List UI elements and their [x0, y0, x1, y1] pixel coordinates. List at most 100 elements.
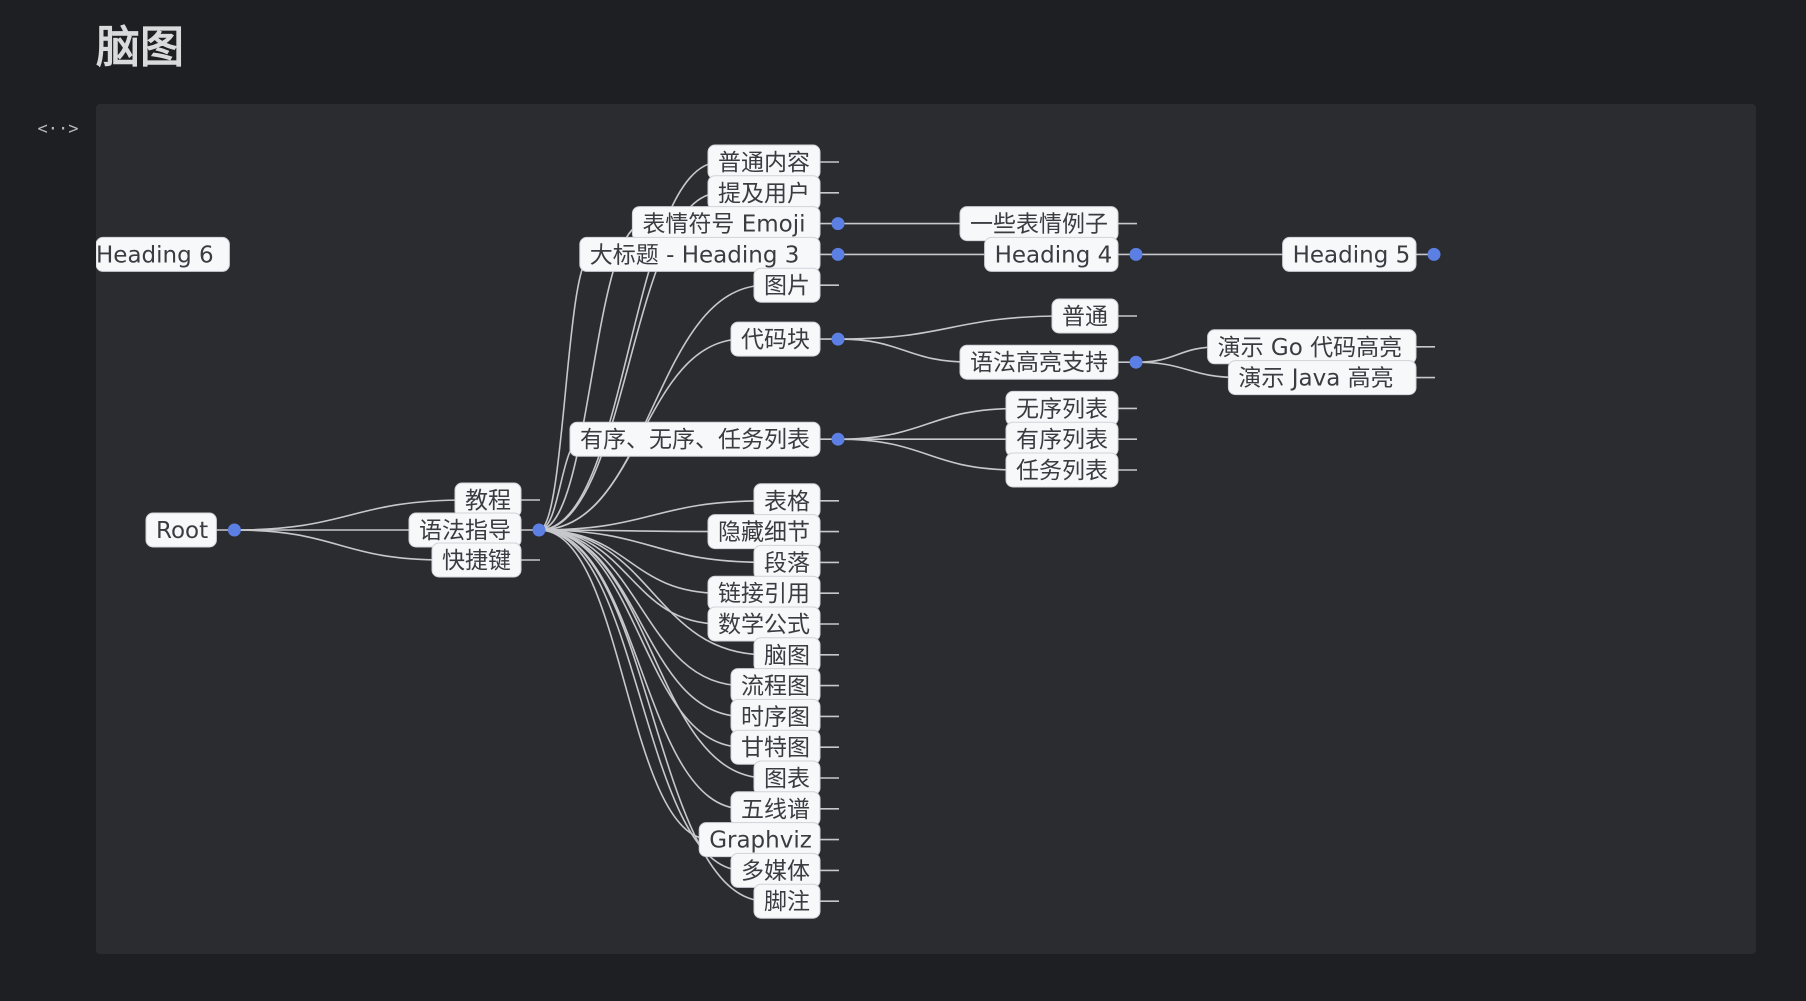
mindmap-panel: Root 教程语法指导 普通内容提及用户表情符号 Emoji 一些表情例子大标题 - … [96, 104, 1756, 954]
mindmap-node-box [96, 236, 230, 272]
mindmap-node-label: 图表 [764, 766, 810, 792]
mindmap-node-box [569, 421, 821, 457]
mindmap-node-box [1227, 360, 1417, 396]
mindmap-node[interactable]: Heading 5 [1282, 236, 1417, 272]
mindmap-edge [538, 529, 744, 748]
mindmap-node[interactable]: 代码块 [730, 321, 821, 357]
mindmap-edge [538, 529, 744, 687]
mindmap-node[interactable]: 图片 [753, 267, 821, 303]
mindmap-edge [837, 315, 1065, 340]
mindmap-node-label: 语法高亮支持 [970, 350, 1108, 376]
collapse-toggle-icon[interactable] [532, 523, 546, 537]
mindmap-node[interactable]: Heading 4 [984, 236, 1119, 272]
collapse-toggle-icon[interactable] [831, 217, 845, 231]
mindmap-node[interactable]: 普通内容 [707, 144, 821, 180]
collapse-toggle-icon[interactable] [227, 523, 241, 537]
mindmap-node[interactable]: 多媒体 [730, 852, 821, 888]
mindmap-node-box [753, 267, 821, 303]
mindmap-node-label: 五线谱 [741, 797, 810, 823]
mindmap-node-label: 快捷键 [442, 548, 511, 574]
mindmap-node-label: Heading 5 [1293, 242, 1411, 268]
mindmap-edge [837, 407, 1019, 440]
mindmap-node[interactable]: 语法高亮支持 [959, 344, 1119, 380]
mindmap-node[interactable]: 有序、无序、任务列表 [569, 421, 821, 457]
mindmap-node-label: 图片 [764, 273, 810, 299]
mindmap-node-label: 数学公式 [718, 612, 810, 638]
page-title: 脑图 [96, 22, 184, 73]
mindmap-node-box [959, 344, 1119, 380]
mindmap-node-box [431, 542, 522, 578]
mindmap-node[interactable]: 链接引用 [707, 575, 821, 611]
mindmap-node[interactable]: 隐藏细节 [707, 514, 821, 550]
mindmap-edge [538, 161, 721, 531]
mindmap-node-label: 演示 Java 高亮 [1238, 366, 1393, 392]
mindmap-node-label: 多媒体 [741, 858, 810, 884]
mindmap-node[interactable]: 脑图 [753, 637, 821, 673]
mindmap-node-label: 甘特图 [741, 735, 810, 761]
mindmap-node-label: 语法指导 [419, 518, 511, 544]
mindmap-edge [538, 529, 721, 625]
mindmap-node[interactable]: Root [145, 512, 217, 548]
collapse-toggle-icon[interactable] [831, 432, 845, 446]
mindmap-node[interactable]: 有序列表 [1005, 421, 1119, 457]
collapse-toggle-icon[interactable] [831, 247, 845, 261]
mindmap-node[interactable]: 教程 [454, 482, 522, 518]
mindmap-node-label: Graphviz [709, 828, 812, 854]
mindmap-node-label: 代码块 [741, 327, 810, 353]
mindmap-node-label: 无序列表 [1016, 396, 1108, 422]
mindmap-node-box [1051, 298, 1119, 334]
mindmap-node[interactable]: 表格 [753, 483, 821, 519]
mindmap-node-box [730, 321, 821, 357]
mindmap-node[interactable]: 普通 [1051, 298, 1119, 334]
mindmap-node[interactable]: Graphviz [698, 822, 821, 858]
mindmap-node[interactable]: 脚注 [753, 883, 821, 919]
mindmap-node[interactable]: 语法指导 [408, 512, 522, 548]
mindmap-node-label: 教程 [465, 488, 511, 514]
mindmap-node[interactable]: 快捷键 [431, 542, 522, 578]
mindmap-node[interactable]: 表情符号 Emoji [631, 206, 821, 242]
collapse-toggle-icon[interactable] [831, 332, 845, 346]
mindmap-node[interactable]: 提及用户 [707, 175, 821, 211]
mindmap-node-label: 表情符号 Emoji [642, 212, 805, 238]
mindmap-node[interactable]: 流程图 [730, 668, 821, 704]
mindmap-node-label: 脚注 [764, 889, 810, 915]
collapse-toggle-icon[interactable] [1129, 247, 1143, 261]
mindmap-node-label: 演示 Go 代码高亮 [1218, 335, 1403, 361]
code-toggle-icon[interactable]: <··> [37, 119, 79, 139]
mindmap-node[interactable]: 演示 Java 高亮 [1227, 360, 1417, 396]
mindmap-edge [1135, 361, 1241, 379]
mindmap-node-box [984, 236, 1119, 272]
mindmap-node-label: 隐藏细节 [718, 520, 810, 546]
mindmap-node-label: 时序图 [741, 704, 810, 730]
mindmap-edge [538, 529, 767, 779]
mindmap-edge [538, 529, 744, 810]
mindmap-edge [538, 253, 593, 531]
mindmap-node[interactable]: 大标题 - Heading 3 [579, 236, 821, 272]
mindmap-node-label: 普通内容 [718, 150, 810, 176]
mindmap-node-label: 脑图 [764, 643, 810, 669]
mindmap-node[interactable]: 段落 [753, 544, 821, 580]
mindmap-node[interactable]: 数学公式 [707, 606, 821, 642]
mindmap-node-label: 有序列表 [1016, 427, 1108, 453]
mindmap-edge [1135, 346, 1220, 363]
mindmap-node-label: 链接引用 [718, 581, 810, 607]
collapse-toggle-icon[interactable] [1427, 247, 1441, 261]
mindmap-node[interactable]: 任务列表 [1005, 452, 1119, 488]
collapse-toggle-icon[interactable] [1129, 355, 1143, 369]
mindmap-node-label: 普通 [1062, 304, 1108, 330]
mindmap-node[interactable]: 一些表情例子 [959, 206, 1119, 242]
mindmap-node[interactable]: 图表 [753, 760, 821, 796]
mindmap-node-box [1282, 236, 1417, 272]
mindmap-node[interactable]: 无序列表 [1005, 390, 1119, 426]
mindmap-node-label: Heading 4 [995, 242, 1113, 268]
mindmap-node[interactable]: 甘特图 [730, 729, 821, 765]
mindmap-node[interactable]: 五线谱 [730, 791, 821, 827]
mindmap-node[interactable]: 时序图 [730, 698, 821, 734]
mindmap-node-label: 流程图 [741, 674, 810, 700]
mindmap-node[interactable]: Heading 6 [96, 236, 230, 272]
mindmap-node-box [579, 236, 821, 272]
mindmap-node[interactable]: 演示 Go 代码高亮 [1207, 329, 1417, 365]
